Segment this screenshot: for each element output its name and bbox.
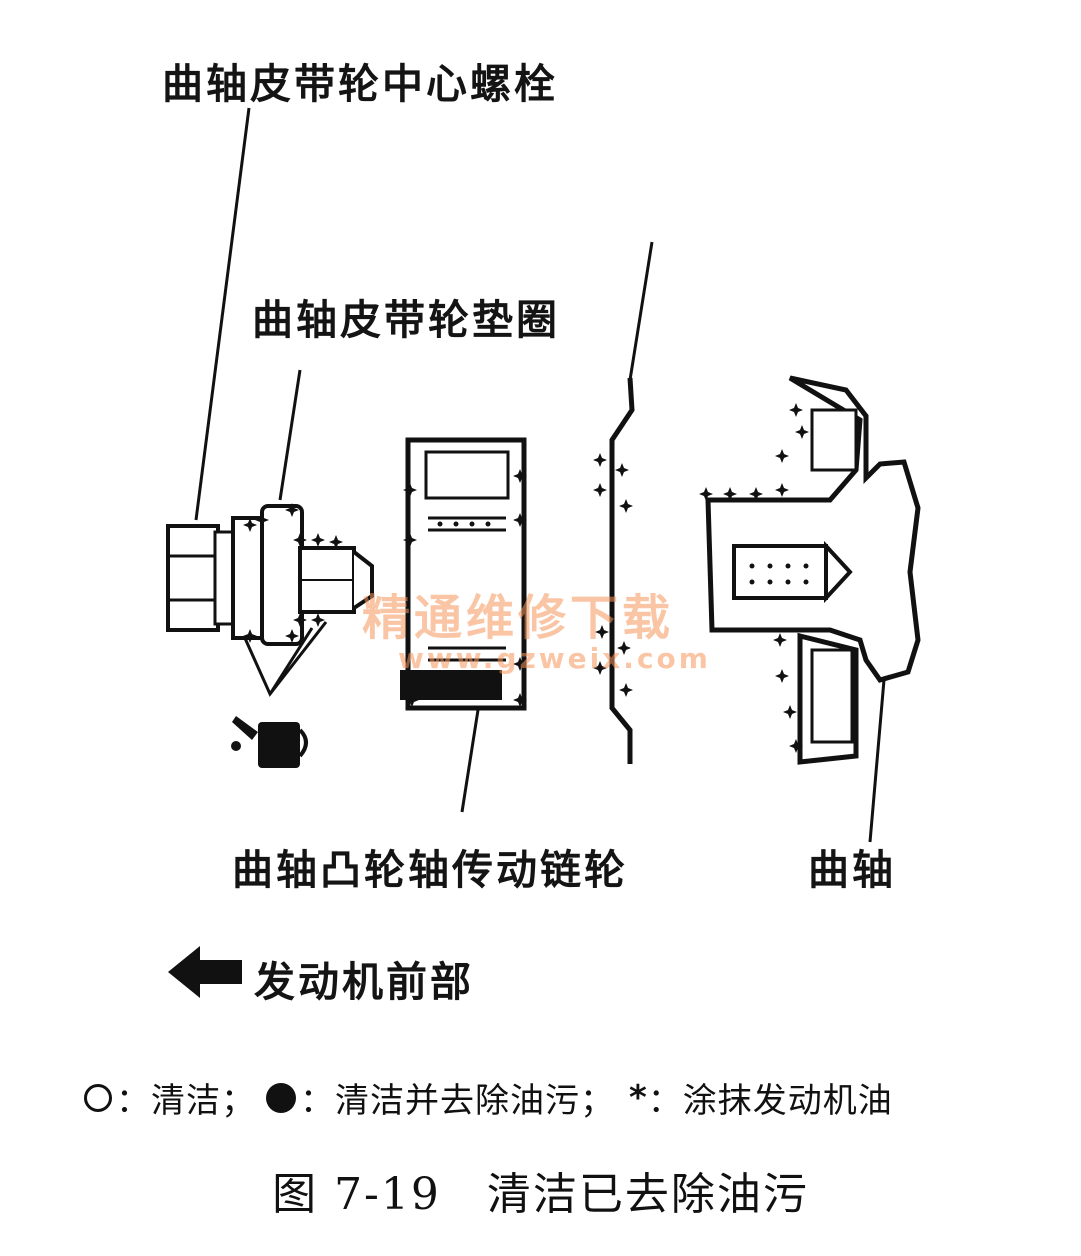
oil-can-icon [231,716,308,768]
open-circle-icon [84,1083,112,1112]
crank-cam-drive-sprocket [400,437,527,711]
legend-degrease-text: ：清洁并去除油污； [300,1081,615,1121]
label-crank-cam-drive-sprocket: 曲轴凸轮轴传动链轮 [232,846,628,894]
left-arrow-icon [168,946,242,998]
engine-front-indicator: 发动机前部 [168,944,471,1006]
legend-oil-text: ：涂抹发动机油 [647,1081,893,1121]
filled-circle-icon [266,1082,296,1113]
legend: ：清洁； ：清洁并去除油污； *：涂抹发动机油 [84,1073,893,1122]
oil-application-pointer [242,621,328,697]
engine-front-label: 发动机前部 [254,958,474,1006]
crankshaft-plate [593,377,635,764]
exploded-diagram [166,107,921,843]
figure-caption: 图 7-19 清洁已去除油污 [272,1169,809,1220]
watermark-url: www.gzweix.com [398,642,711,675]
leader-line-washer [278,369,302,501]
leader-line-sprocket [460,709,480,813]
crank-pulley-bolt [166,503,374,646]
label-crank-pulley-washer: 曲轴皮带轮垫圈 [252,296,560,344]
leader-line-crankshaft [868,679,886,843]
crankshaft [699,375,921,765]
legend-clean-text: ：清洁； [116,1081,256,1121]
watermark-text: 精通维修下载 [362,590,675,646]
leader-line-bolt [194,107,251,521]
legend-oil-symbol: * [629,1077,648,1118]
leader-line-plate [628,241,654,381]
label-crank-pulley-bolt: 曲轴皮带轮中心螺栓 [162,60,558,108]
label-crankshaft: 曲轴 [808,846,896,894]
